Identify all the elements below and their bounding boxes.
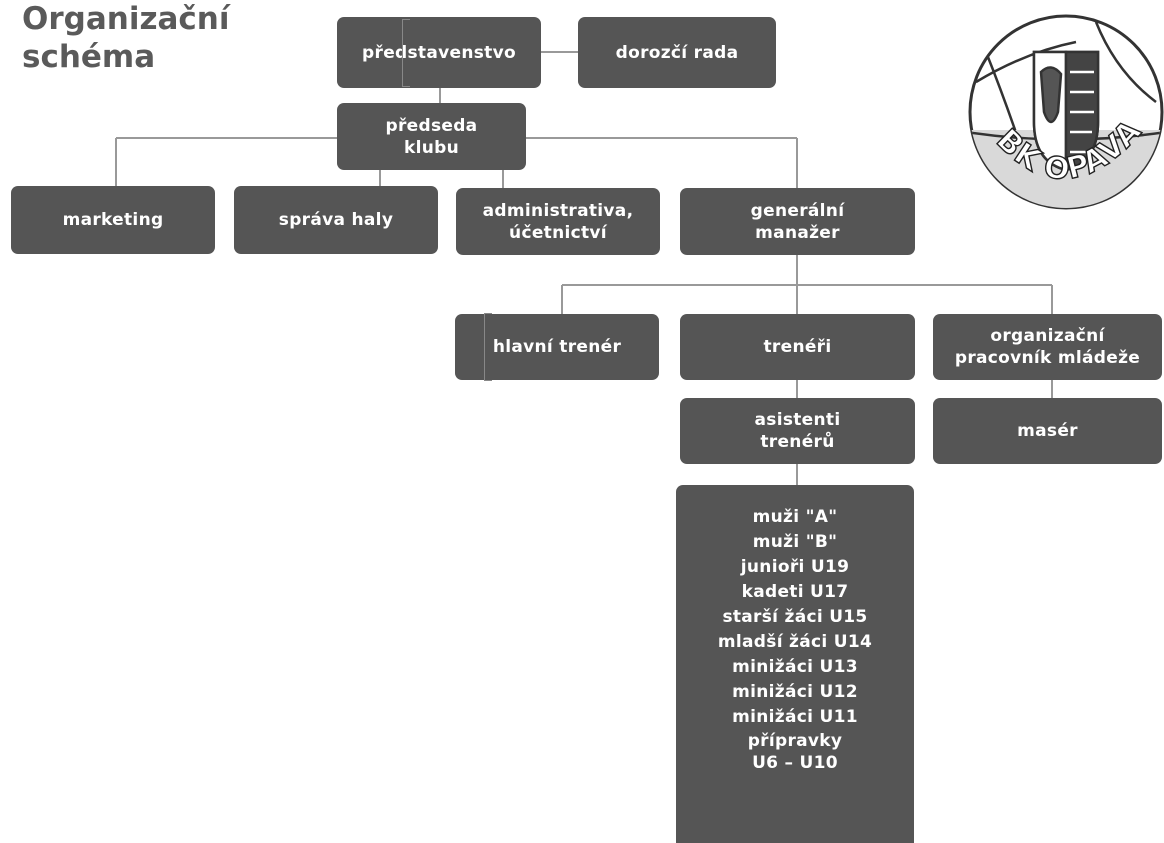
node-administrativa-label-1: administrativa, (482, 200, 634, 221)
node-dozorci-rada: dorozčí rada (578, 17, 776, 88)
team-item: minižáci U13 (732, 657, 858, 677)
node-teams-list: muži "A" muži "B" junioři U19 kadeti U17… (676, 485, 914, 843)
node-marketing: marketing (11, 186, 215, 254)
node-sprava-haly-label: správa haly (278, 210, 394, 230)
team-item: junioři U19 (740, 557, 850, 577)
node-organizacni-pracovnik: organizační pracovník mládeže (933, 314, 1162, 380)
node-generalni-manazer-label-2: manažer (755, 222, 840, 243)
node-predstavenstvo: představenstvo (337, 17, 541, 88)
title-line-2: schéma (22, 39, 156, 75)
team-item: mladší žáci U14 (717, 632, 873, 652)
node-asistenti: asistenti trenérů (680, 398, 915, 464)
node-maser-label: masér (1017, 421, 1078, 441)
team-item: starší žáci U15 (722, 607, 868, 627)
node-administrativa-label-2: účetnictví (509, 222, 607, 243)
node-predseda-label-2: klubu (403, 137, 459, 158)
node-predstavenstvo-label: představenstvo (362, 42, 516, 63)
node-administrativa: administrativa, účetnictví (456, 188, 660, 255)
node-dozorci-rada-label: dorozčí rada (615, 42, 739, 63)
node-notch (402, 19, 410, 87)
node-predseda-label-1: předseda (385, 115, 478, 136)
title-line-1: Organizační (22, 1, 230, 37)
team-item: přípravky (747, 731, 843, 751)
node-asistenti-label-2: trenérů (760, 432, 835, 452)
team-item: minižáci U11 (732, 707, 858, 727)
team-item: minižáci U12 (732, 682, 858, 702)
bk-opava-crest-icon: BK OPAVA (968, 14, 1164, 210)
node-predseda: předseda klubu (337, 103, 526, 170)
node-organizacni-label-2: pracovník mládeže (954, 348, 1141, 368)
node-generalni-manazer-label-1: generální (750, 200, 845, 221)
page-title: Organizační schéma (22, 0, 229, 76)
team-item: U6 – U10 (752, 753, 838, 773)
team-item: muži "B" (752, 532, 838, 552)
team-item: kadeti U17 (741, 582, 849, 602)
team-item: muži "A" (752, 507, 838, 527)
node-marketing-label: marketing (62, 210, 164, 230)
node-maser: masér (933, 398, 1162, 464)
node-treneri: trenéři (680, 314, 915, 380)
node-organizacni-label-1: organizační (990, 326, 1105, 346)
node-hlavni-trener-label: hlavní trenér (492, 337, 622, 357)
node-sprava-haly: správa haly (234, 186, 438, 254)
node-treneri-label: trenéři (763, 337, 832, 357)
node-asistenti-label-1: asistenti (754, 410, 841, 430)
node-generalni-manazer: generální manažer (680, 188, 915, 255)
node-hlavni-trener: hlavní trenér (455, 314, 659, 380)
node-notch (484, 313, 492, 381)
